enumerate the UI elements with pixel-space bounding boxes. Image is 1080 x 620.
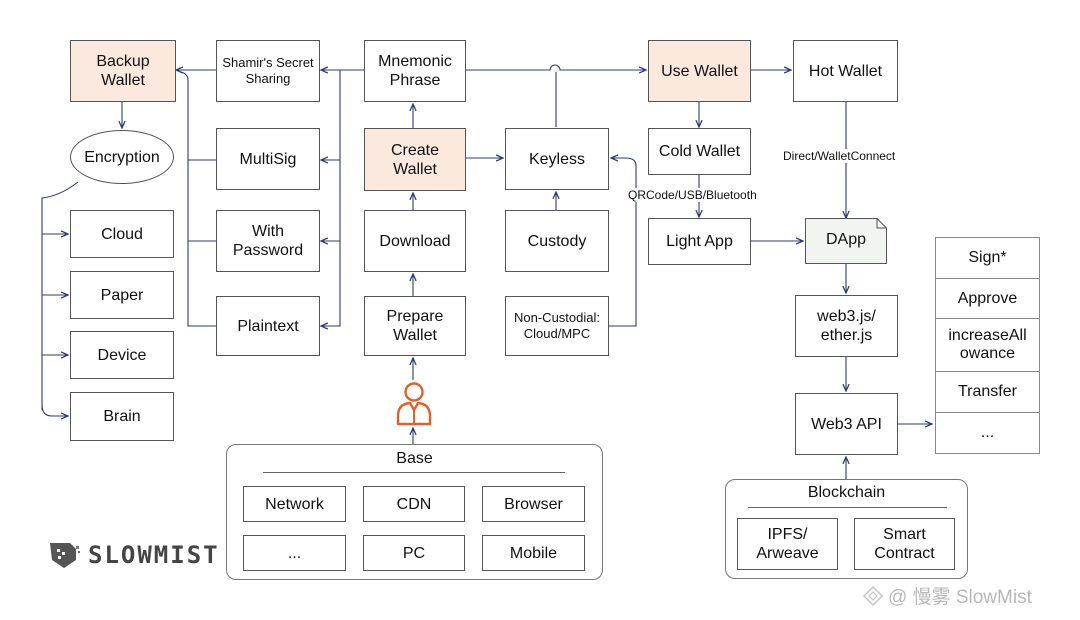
base-item-browser: Browser [482,486,585,522]
direct-walletconnect-label: Direct/WalletConnect [783,149,896,163]
edge-options-to-backup [179,71,216,327]
slowmist-shield-icon [50,543,80,568]
web3-api-node: Web3 API [795,393,898,455]
user-person-icon [396,380,432,431]
base-item-more: ... [243,535,346,571]
base-group-title: Base [396,450,433,467]
api-method-transfer: Transfer [936,372,1039,413]
api-method-sign: Sign* [936,238,1039,279]
paper-node: Paper [70,271,174,319]
base-item-pc: PC [363,535,465,571]
watermark-text: @ 慢雾 SlowMist [888,587,1032,608]
cold-wallet-node: Cold Wallet [648,128,751,175]
qrcode-usb-bluetooth-label: QRCode/USB/Bluetooth [628,188,757,202]
blockchain-group-divider [748,507,947,508]
with-password-node: With Password [216,210,320,272]
slowmist-logo: SLOWMIST [46,540,220,570]
api-method-increase-allowance: increaseAll owance [936,319,1039,372]
download-node: Download [364,210,466,272]
edge-to-plaintext [321,241,341,326]
base-group-divider [263,472,565,473]
dapp-node: DApp [805,218,887,264]
shamir-secret-sharing-node: Shamir's Secret Sharing [216,40,320,102]
api-method-more: ... [980,424,995,441]
watermark-diamond-icon [862,585,884,606]
base-item-cdn: CDN [363,486,465,522]
encryption-node: Encryption [70,130,174,184]
cloud-node: Cloud [70,210,174,258]
document-shape-icon [805,218,887,264]
edge-to-brain [41,404,68,416]
dapp-label: DApp [825,231,867,248]
hot-wallet-node: Hot Wallet [793,40,898,102]
mnemonic-phrase-node: Mnemonic Phrase [364,40,466,102]
blockchain-group-title: Blockchain [807,484,886,501]
backup-wallet-node: Backup Wallet [70,40,176,102]
slowmist-logo-text: SLOWMIST [88,541,220,569]
plaintext-node: Plaintext [216,296,320,356]
watermark: @ 慢雾 SlowMist [862,582,1032,609]
base-item-network: Network [243,486,346,522]
custody-node: Custody [505,210,609,272]
multisig-node: MultiSig [216,128,320,190]
blockchain-item-ipfs-arweave: IPFS/ Arweave [737,518,838,570]
brain-node: Brain [70,392,174,441]
use-wallet-node: Use Wallet [648,40,751,102]
prepare-wallet-node: Prepare Wallet [364,296,466,356]
edge-to-with-password [321,160,341,241]
blockchain-item-smart-contract: Smart Contract [854,518,955,570]
edge-mnemonic-bus [321,70,341,160]
edge-encryption-to-storage [41,181,79,410]
device-node: Device [70,331,174,379]
light-app-node: Light App [648,218,751,265]
non-custodial-node: Non-Custodial: Cloud/MPC [505,296,609,356]
api-method-approve: Approve [936,279,1039,319]
create-wallet-node: Create Wallet [364,128,466,191]
api-methods-stack: Sign* Approve increaseAll owance Transfe… [935,237,1040,454]
edge-mnemonic-to-use-wallet [466,64,646,70]
web3js-node: web3.js/ ether.js [795,295,898,357]
keyless-node: Keyless [505,128,609,190]
base-item-mobile: Mobile [482,535,585,571]
edge-noncustodial-to-keyless [609,158,637,327]
